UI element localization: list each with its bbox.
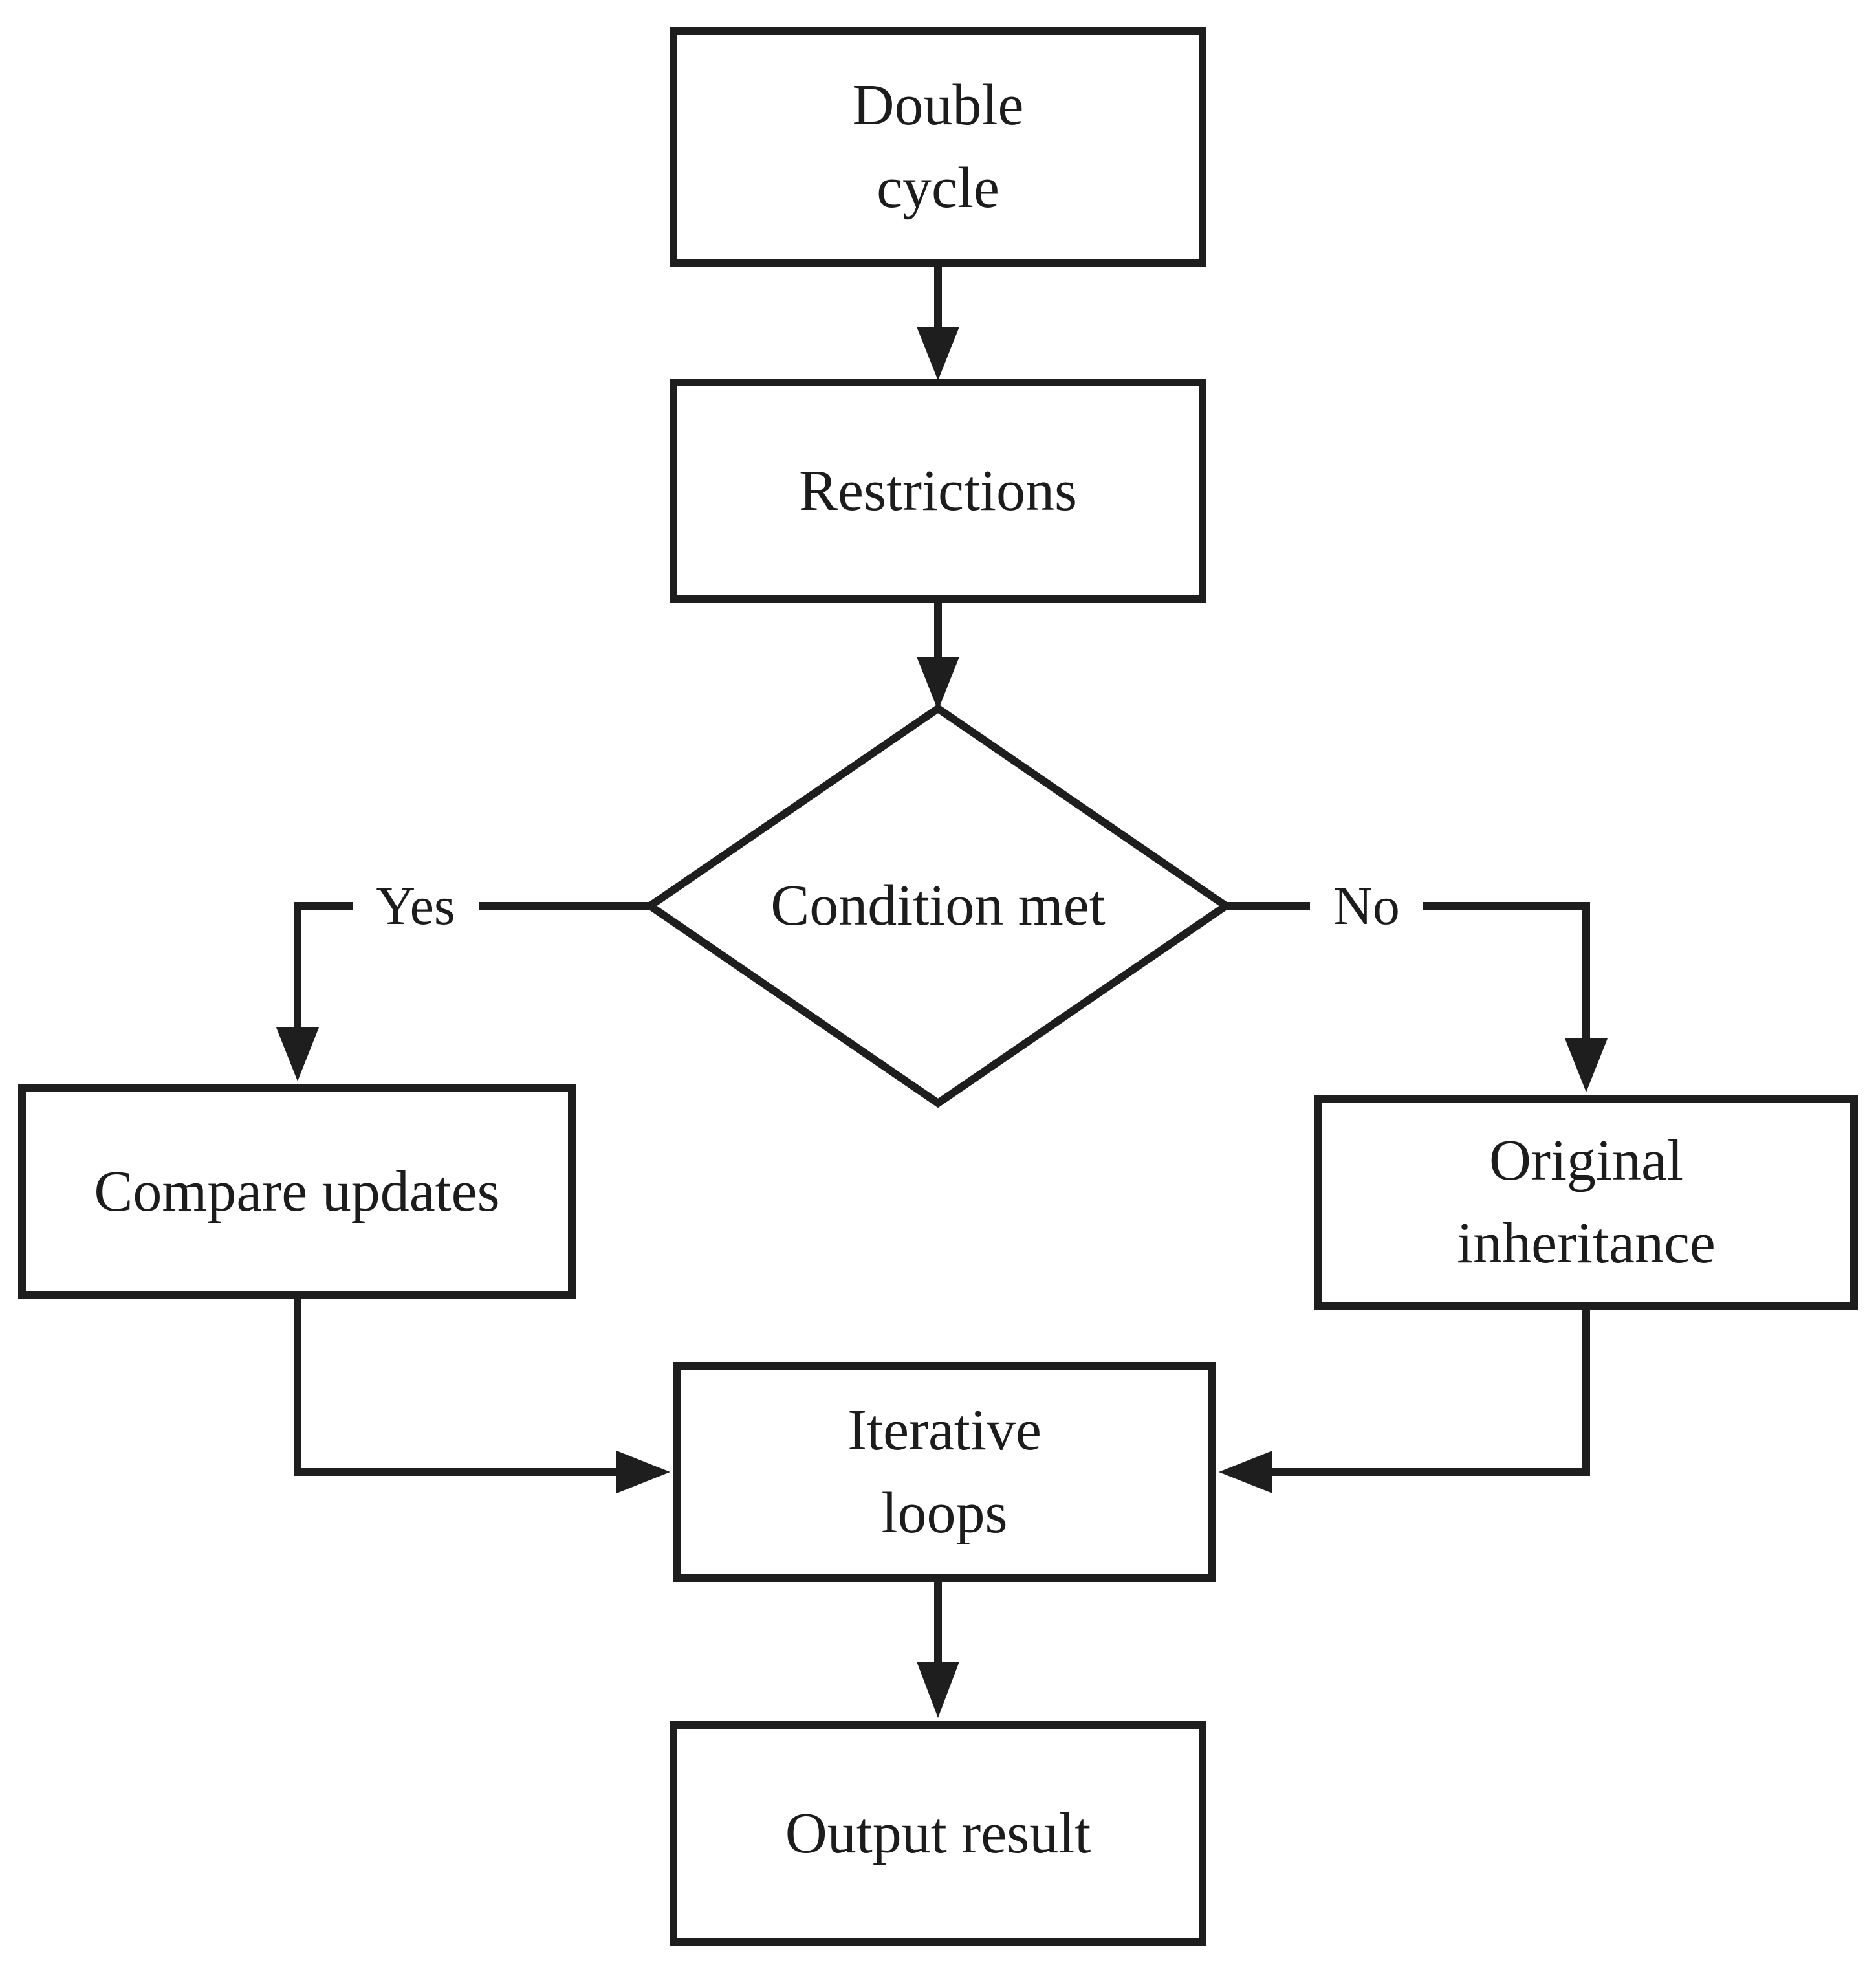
node-compare-updates-label: Compare updates — [94, 1159, 500, 1224]
node-original-inheritance-label: Original inheritance — [1457, 1128, 1716, 1275]
node-condition-met-label: Condition met — [770, 874, 1106, 938]
arrow-restrictions-to-condition-met — [917, 600, 959, 710]
node-restrictions-label: Restrictions — [799, 458, 1077, 523]
node-compare-updates: Compare updates — [18, 1084, 576, 1299]
node-original-inheritance: Original inheritance — [1314, 1095, 1858, 1310]
node-restrictions: Restrictions — [670, 379, 1206, 603]
node-output-result: Output result — [670, 1721, 1206, 1946]
arrow-original-inheritance-to-iterative-loops — [1219, 1310, 1590, 1493]
node-double-cycle: Double cycle — [670, 27, 1206, 267]
node-iterative-loops: Iterative loops — [673, 1362, 1216, 1582]
node-double-cycle-label: Double cycle — [852, 73, 1024, 220]
node-iterative-loops-label: Iterative loops — [847, 1398, 1042, 1545]
decision-diamond-shape — [643, 703, 1233, 1108]
arrow-compare-updates-to-iterative-loops — [294, 1299, 670, 1493]
node-output-result-label: Output result — [785, 1801, 1091, 1865]
arrow-double-cycle-to-restrictions — [917, 264, 959, 380]
arrow-iterative-loops-to-output-result — [917, 1582, 959, 1718]
arrow-yes-condition-to-compare-updates — [276, 902, 650, 1081]
edge-label-no: No — [1310, 867, 1423, 946]
edge-label-yes: Yes — [353, 867, 479, 946]
